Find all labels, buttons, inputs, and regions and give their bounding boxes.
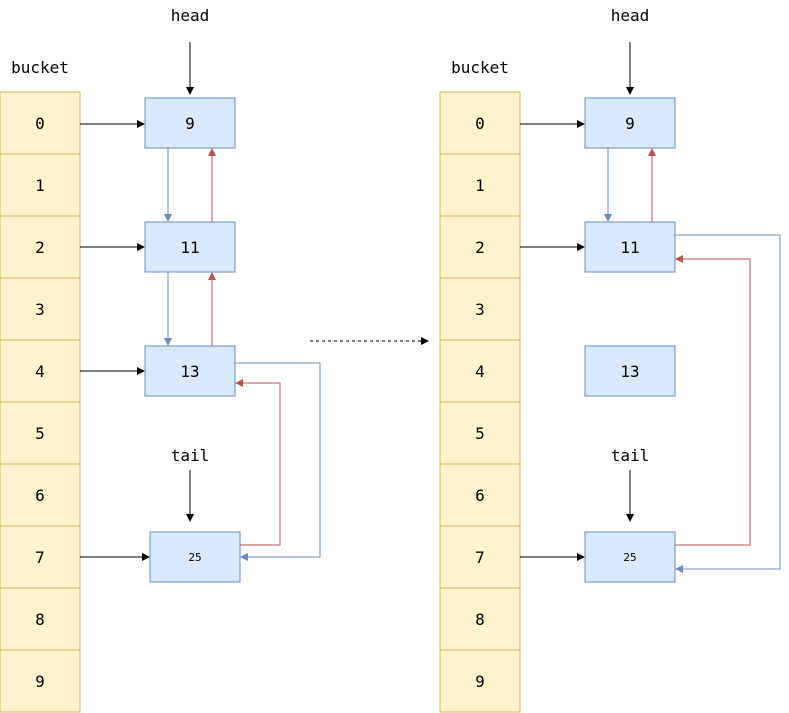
node-label: 13 [180,362,199,381]
bucket-cell [0,277,81,341]
right-diagram: bucket 0 1 2 3 4 5 6 7 8 9 head [439,6,781,713]
node-box [584,97,676,149]
bucket-cell [439,649,521,713]
bucket-index: 8 [35,610,45,629]
bucket-cell [439,215,521,279]
bucket-cell [0,401,81,465]
bucket-index: 1 [475,176,485,195]
node-box [149,531,241,583]
bucket-index: 8 [475,610,485,629]
bucket-cell [0,339,81,403]
next-link-arrow [675,234,781,573]
bucket-cell [439,401,521,465]
bucket-cell [439,463,521,527]
left-diagram: bucket 0 1 2 3 4 5 6 7 8 9 head [0,6,321,713]
bucket-index: 9 [35,672,45,691]
bucket-cell [439,525,521,589]
node-label: 11 [620,238,639,257]
node-box [144,345,236,397]
tail-label: tail [171,446,210,465]
node-label: 25 [623,551,636,564]
bucket-index: 7 [35,548,45,567]
prev-link-arrow [675,255,751,546]
bucket-cell [439,153,521,217]
bucket-title: bucket [451,58,509,77]
bucket-cell [0,153,81,217]
bucket-index: 2 [35,238,45,257]
bucket-cell [0,587,81,651]
bucket-index: 6 [35,486,45,505]
bucket-cell [0,649,81,713]
bucket-index: 3 [475,300,485,319]
bucket-index: 2 [475,238,485,257]
bucket-column [439,91,521,713]
bucket-index: 9 [475,672,485,691]
node-box [584,221,676,273]
bucket-index: 1 [35,176,45,195]
node-label: 9 [625,114,635,133]
prev-link-arrow [235,379,281,546]
node-box [144,97,236,149]
bucket-index: 3 [35,300,45,319]
node-label: 25 [188,551,201,564]
head-label: head [171,6,210,25]
head-label: head [611,6,650,25]
node-box [144,221,236,273]
bucket-index: 5 [475,424,485,443]
bucket-index: 6 [475,486,485,505]
bucket-index: 0 [475,114,485,133]
node-box [584,345,676,397]
node-label: 11 [180,238,199,257]
bucket-cell [439,91,521,155]
bucket-cell [0,91,81,155]
bucket-index: 4 [475,362,485,381]
bucket-cell [439,587,521,651]
bucket-cell [0,525,81,589]
bucket-index: 4 [35,362,45,381]
bucket-cell [439,277,521,341]
node-box [584,531,676,583]
bucket-index: 0 [35,114,45,133]
bucket-cell [439,339,521,403]
bucket-index: 5 [35,424,45,443]
tail-label: tail [611,446,650,465]
node-label: 13 [620,362,639,381]
bucket-cell [0,463,81,527]
next-link-arrow [235,362,321,561]
node-label: 9 [185,114,195,133]
bucket-index: 7 [475,548,485,567]
bucket-title: bucket [11,58,69,77]
bucket-column [0,91,81,713]
